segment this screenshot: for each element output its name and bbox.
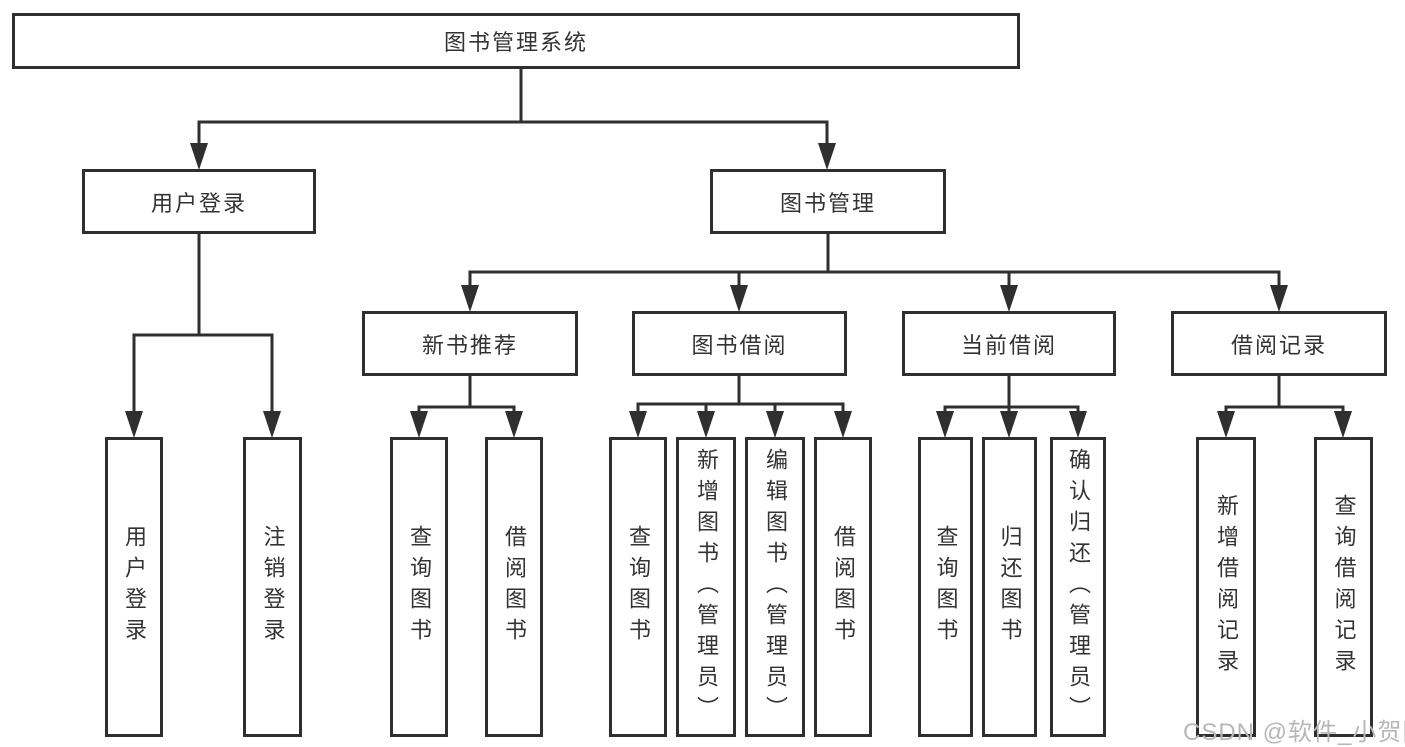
leaf-logout: 注销登录 [243, 437, 302, 737]
leaf-add-record: 新增借阅记录 [1196, 437, 1256, 737]
node-label: 新增图书（管理员） [694, 447, 719, 727]
node-label: 图书管理 [779, 190, 876, 216]
node-label: 当前借阅 [960, 332, 1057, 358]
node-label: 借阅图书 [831, 525, 856, 649]
leaf-query-book-1: 查询图书 [390, 437, 448, 737]
leaf-add-book: 新增图书（管理员） [676, 437, 736, 737]
current-borrow-box: 当前借阅 [902, 311, 1116, 376]
leaf-query-book-2: 查询图书 [609, 437, 667, 737]
node-label: 借阅记录 [1230, 332, 1327, 358]
leaf-borrow-book-1: 借阅图书 [485, 437, 543, 737]
leaf-edit-book: 编辑图书（管理员） [745, 437, 805, 737]
leaf-query-record: 查询借阅记录 [1314, 437, 1373, 737]
node-label: 用户登录 [122, 525, 147, 649]
node-label: 确认归还（管理员） [1066, 447, 1091, 727]
node-label: 用户登录 [150, 190, 247, 216]
leaf-return-book: 归还图书 [982, 437, 1037, 737]
root-box: 图书管理系统 [12, 13, 1020, 69]
node-label: 图书管理系统 [443, 30, 588, 55]
node-label: 图书借阅 [691, 332, 788, 358]
node-label: 新书推荐 [421, 332, 518, 358]
book-mgmt-box: 图书管理 [710, 169, 946, 234]
leaf-query-book-3: 查询图书 [918, 437, 973, 737]
node-label: 查询图书 [407, 525, 432, 649]
node-label: 查询借阅记录 [1331, 494, 1357, 680]
watermark: CSDN @软件_小贺同学 [1183, 719, 1405, 746]
node-label: 编辑图书（管理员） [763, 447, 788, 727]
node-label: 注销登录 [260, 525, 286, 649]
node-label: 新增借阅记录 [1214, 494, 1239, 680]
borrow-records-box: 借阅记录 [1171, 311, 1387, 376]
leaf-user-login: 用户登录 [105, 437, 163, 737]
leaf-confirm-return: 确认归还（管理员） [1050, 437, 1106, 737]
node-label: 查询图书 [626, 525, 651, 649]
new-book-box: 新书推荐 [362, 311, 578, 376]
node-label: 借阅图书 [502, 525, 527, 649]
node-label: 归还图书 [997, 525, 1023, 649]
login-box: 用户登录 [82, 169, 316, 234]
node-label: 查询图书 [933, 525, 959, 649]
book-borrow-box: 图书借阅 [632, 311, 847, 376]
leaf-borrow-book-2: 借阅图书 [814, 437, 872, 737]
